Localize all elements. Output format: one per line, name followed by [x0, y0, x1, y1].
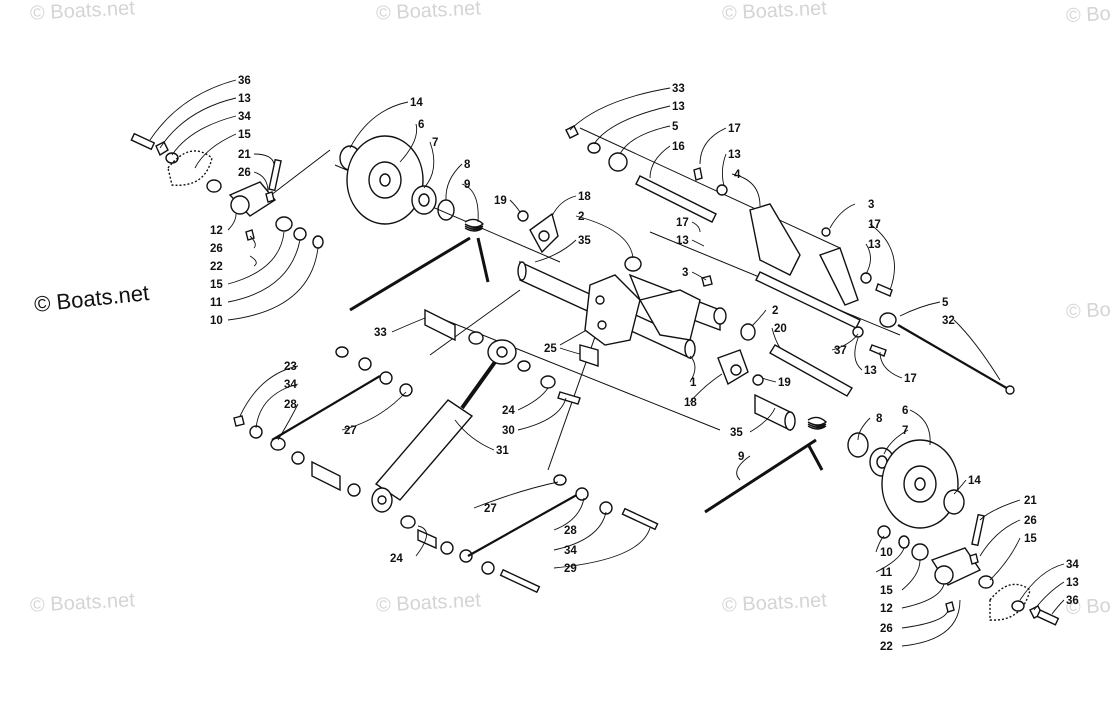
callout-20: 20 [774, 323, 787, 335]
callout-29: 29 [564, 563, 577, 575]
callout-4: 4 [734, 169, 741, 181]
right-bogie-hardware [877, 513, 1060, 626]
callout-11: 11 [210, 297, 223, 309]
callout-34: 34 [1066, 559, 1079, 571]
callout-35: 35 [730, 427, 743, 439]
callout-18: 18 [684, 397, 697, 409]
callout-19: 19 [494, 195, 507, 207]
callout-23: 23 [284, 361, 297, 373]
callout-36: 36 [1066, 595, 1079, 607]
left-torsion-spring [349, 218, 490, 312]
callout-9: 9 [464, 179, 470, 191]
callout-35: 35 [578, 235, 591, 247]
callout-27: 27 [344, 425, 357, 437]
callout-1: 1 [690, 377, 697, 389]
left-idler-wheel [339, 135, 455, 225]
callout-17: 17 [904, 373, 917, 385]
callout-26: 26 [1024, 515, 1037, 527]
callout-8: 8 [876, 413, 883, 425]
left-bogie-hardware [130, 132, 324, 249]
callout-28: 28 [564, 525, 577, 537]
callout-6: 6 [418, 119, 424, 131]
callout-26: 26 [238, 167, 251, 179]
callout-28: 28 [284, 399, 297, 411]
callout-33: 33 [672, 83, 685, 95]
main-cross-shaft [517, 260, 756, 367]
callout-17: 17 [676, 217, 689, 229]
callout-18: 18 [578, 191, 591, 203]
callout-8: 8 [464, 159, 471, 171]
callout-13: 13 [1066, 577, 1079, 589]
callout-10: 10 [880, 547, 893, 559]
right-torsion-spring [704, 393, 828, 514]
callout-15: 15 [880, 585, 893, 597]
callout-11: 11 [880, 567, 893, 579]
right-bracket [717, 349, 764, 386]
callout-33: 33 [374, 327, 387, 339]
callout-30: 30 [502, 425, 515, 437]
callout-31: 31 [496, 445, 509, 457]
callout-19: 19 [778, 377, 791, 389]
callout-12: 12 [880, 603, 893, 615]
callout-26: 26 [880, 623, 893, 635]
callout-leaders [149, 79, 1065, 647]
callout-36: 36 [238, 75, 251, 87]
right-idler-wheel [847, 432, 965, 529]
callout-7: 7 [902, 425, 908, 437]
callout-27: 27 [484, 503, 497, 515]
callout-15: 15 [238, 129, 251, 141]
callout-26: 26 [210, 243, 223, 255]
callout-24: 24 [502, 405, 515, 417]
callout-37: 37 [834, 345, 847, 357]
callout-10: 10 [210, 315, 223, 327]
callout-3: 3 [682, 267, 688, 279]
callout-21: 21 [238, 149, 251, 161]
callout-3: 3 [868, 199, 874, 211]
callout-13: 13 [238, 93, 251, 105]
callout-5: 5 [942, 297, 949, 309]
callout-13: 13 [868, 239, 881, 251]
callout-2: 2 [772, 305, 778, 317]
callout-34: 34 [284, 379, 297, 391]
callout-9: 9 [738, 451, 744, 463]
callout-21: 21 [1024, 495, 1037, 507]
callout-22: 22 [210, 261, 223, 273]
callout-15: 15 [1024, 533, 1037, 545]
callout-16: 16 [672, 141, 685, 153]
callout-labels: 36 13 34 15 21 26 12 26 22 15 11 10 14 6… [210, 75, 1079, 653]
callout-7: 7 [432, 137, 438, 149]
lower-link-arm [400, 474, 659, 594]
left-shock-link [233, 308, 484, 497]
callout-5: 5 [672, 121, 679, 133]
callout-14: 14 [410, 97, 423, 109]
callout-12: 12 [210, 225, 223, 237]
callout-32: 32 [942, 315, 955, 327]
callout-6: 6 [902, 405, 908, 417]
callout-34: 34 [564, 545, 577, 557]
callout-13: 13 [672, 101, 685, 113]
callout-13: 13 [676, 235, 689, 247]
callout-17: 17 [868, 219, 881, 231]
callout-22: 22 [880, 641, 893, 653]
callout-17: 17 [728, 123, 741, 135]
shock-absorber [371, 339, 581, 513]
upper-rear-arm [565, 125, 893, 306]
callout-2: 2 [578, 211, 584, 223]
callout-13: 13 [728, 149, 741, 161]
callout-34: 34 [238, 111, 251, 123]
callout-15: 15 [210, 279, 223, 291]
callout-24: 24 [390, 553, 403, 565]
callout-14: 14 [968, 475, 981, 487]
callout-25: 25 [544, 343, 557, 355]
callout-13: 13 [864, 365, 877, 377]
right-shafts [755, 271, 1015, 397]
